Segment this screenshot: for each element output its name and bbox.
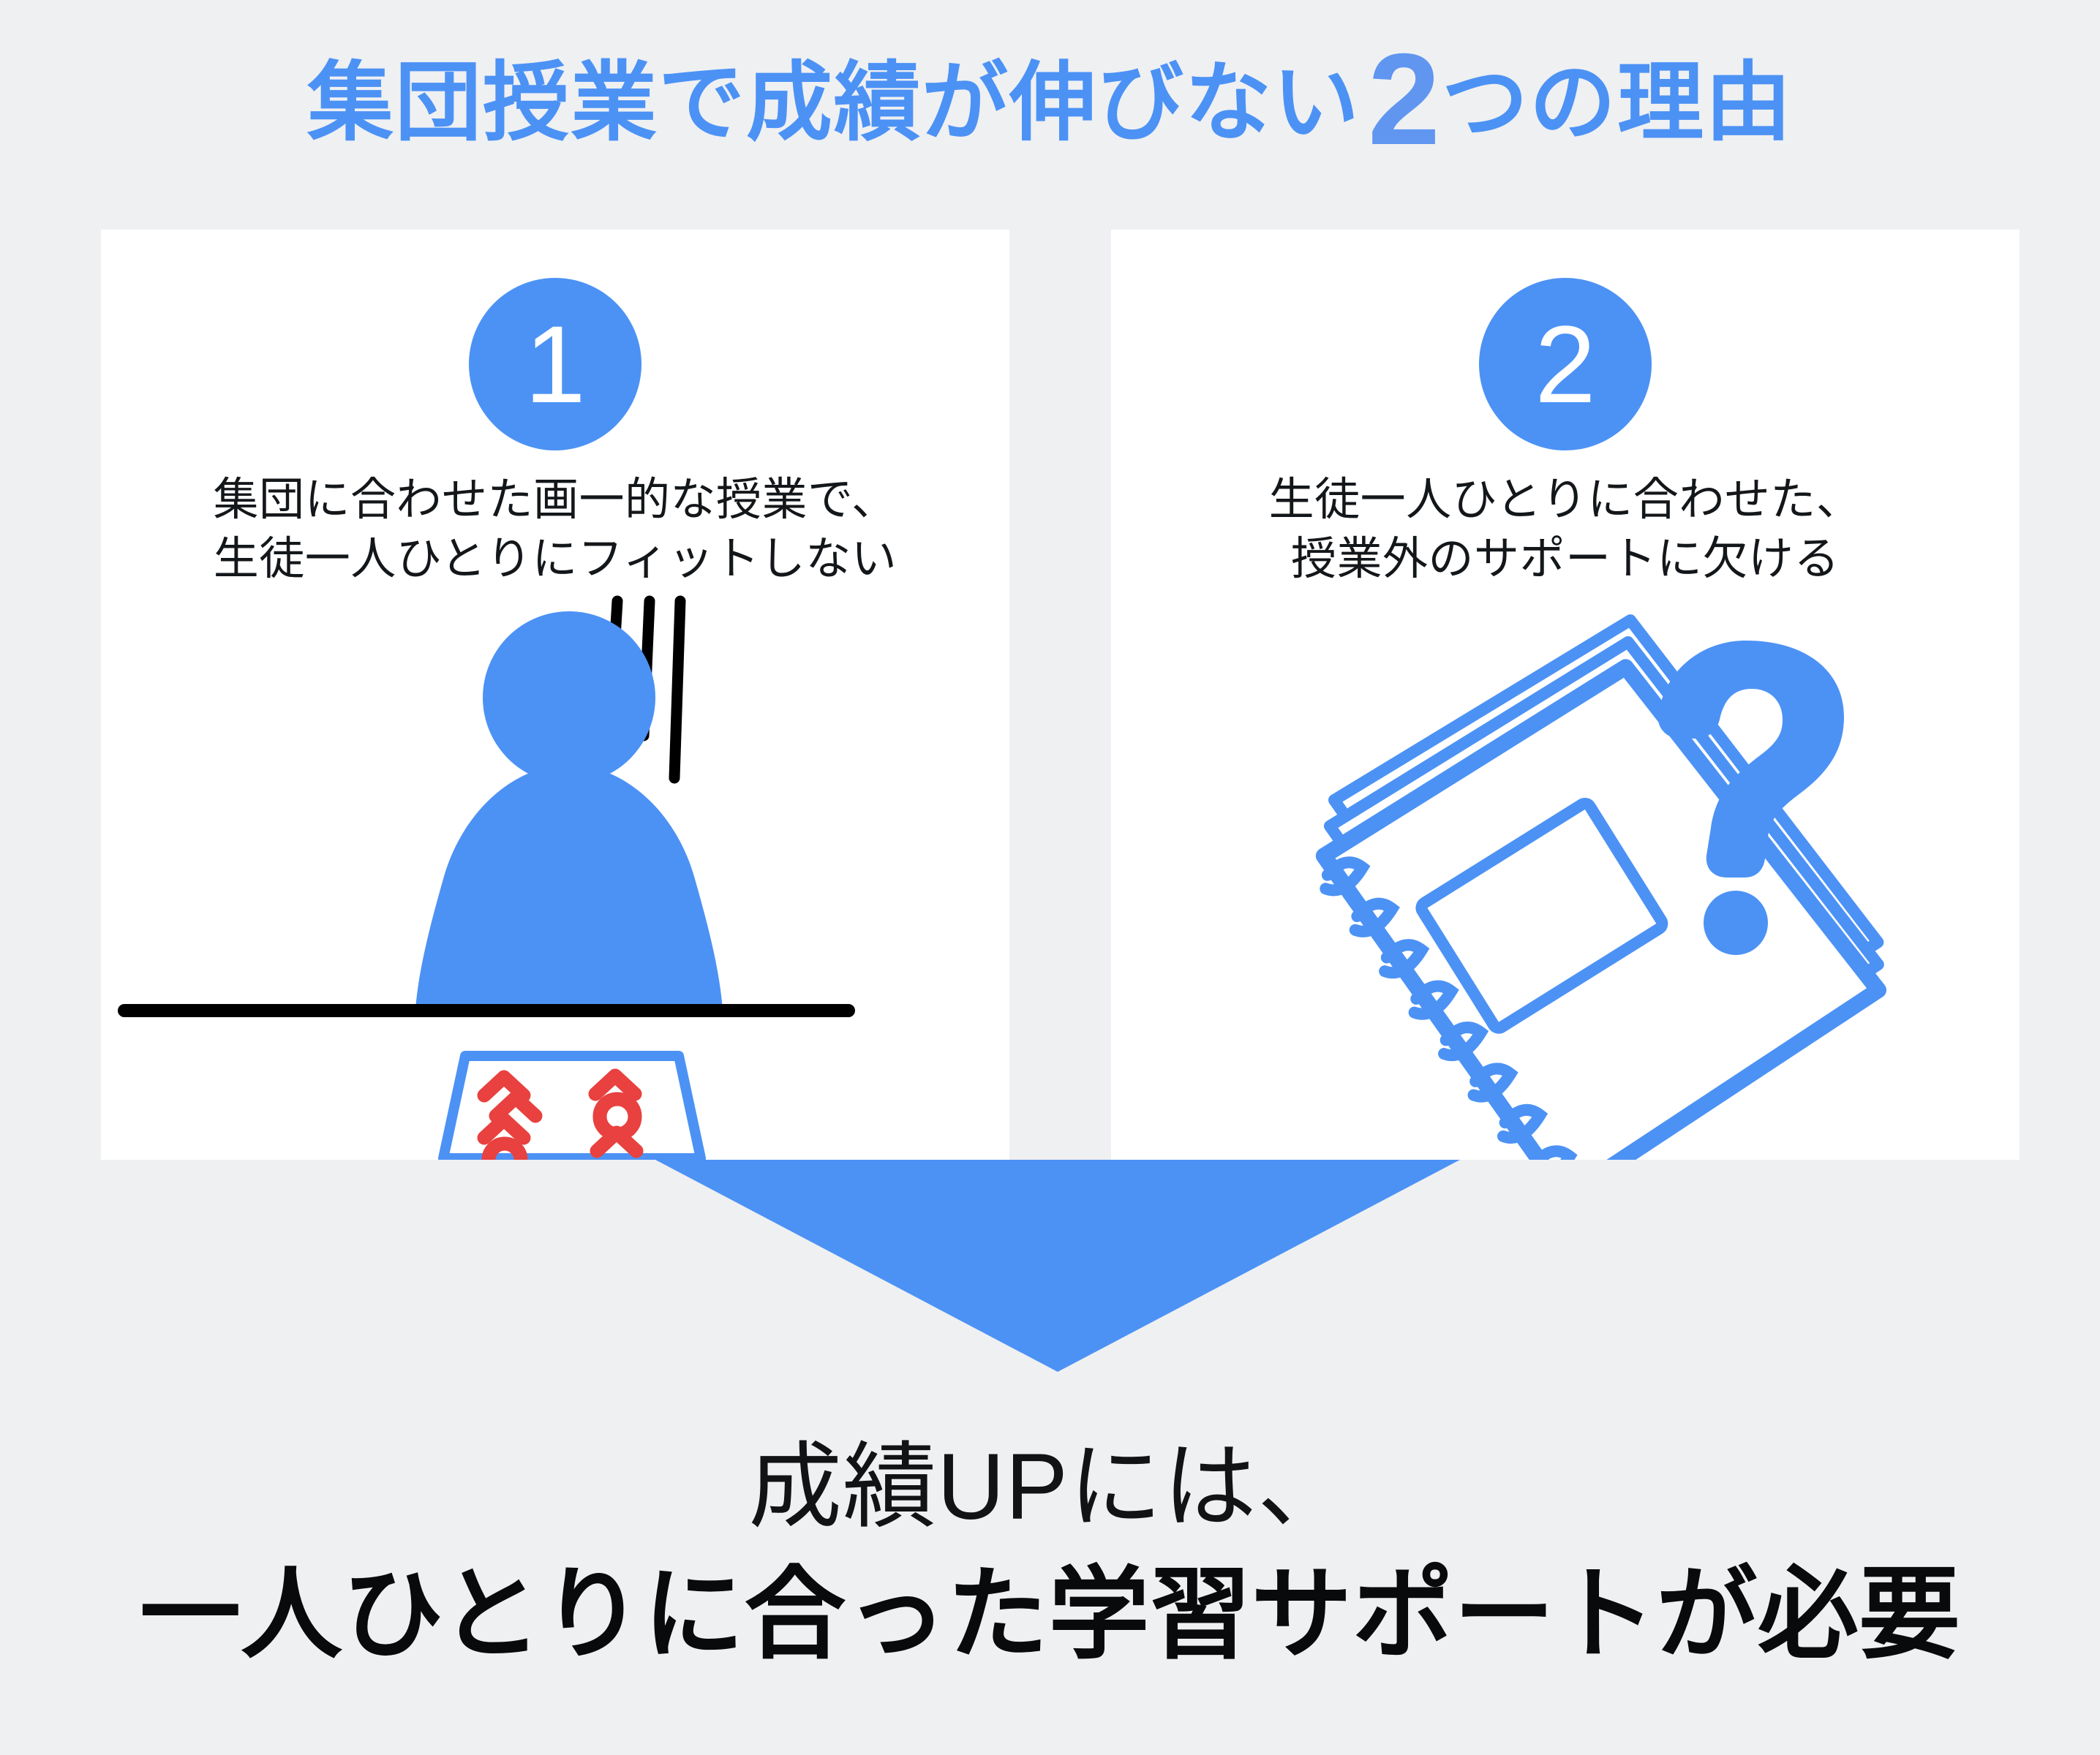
page-title: 集団授業で成績が伸びない2つの理由 <box>0 28 2100 165</box>
conclusion-line-2: 一人ひとりに合った学習サポートが必要 <box>140 1558 1960 1671</box>
conclusion-line-1: 成績UPには、 <box>748 1435 1352 1539</box>
spiral-notebook-icon <box>1315 614 1887 1160</box>
discouraged-student-illustration <box>101 595 1009 1160</box>
page-title-lead: 集団授業で成績が伸びない <box>306 55 1361 151</box>
conclusion-block: 成績UPには、 一人ひとりに合った学習サポートが必要 <box>0 1427 2100 1677</box>
page-title-trail: つの理由 <box>1442 55 1794 151</box>
notebook-question-illustration <box>1111 595 2020 1160</box>
reason-card-2: 2 生徒一人ひとりに合わせた、 授業外のサポートに欠ける <box>1111 230 2020 1160</box>
student-head-shape <box>483 611 655 784</box>
page-title-number: 2 <box>1368 26 1440 172</box>
student-body-shape <box>415 765 723 1009</box>
reason-number-badge-1: 1 <box>469 278 641 450</box>
question-mark-icon <box>1657 641 1844 955</box>
reason-description-2: 生徒一人ひとりに合わせた、 授業外のサポートに欠ける <box>1268 475 1862 584</box>
reason-description-1: 集団に合わせた画一的な授業で、 生徒一人ひとりにフィットしない <box>213 475 897 584</box>
reason-card-1: 1 集団に合わせた画一的な授業で、 生徒一人ひとりにフィットしない <box>101 230 1009 1160</box>
reason-cards: 1 集団に合わせた画一的な授業で、 生徒一人ひとりにフィットしない <box>101 230 2020 1160</box>
down-arrow-shape <box>655 1160 1460 1372</box>
reason-number-badge-2: 2 <box>1479 278 1652 450</box>
down-arrow <box>655 1160 1460 1372</box>
test-paper-icon <box>438 1051 706 1160</box>
